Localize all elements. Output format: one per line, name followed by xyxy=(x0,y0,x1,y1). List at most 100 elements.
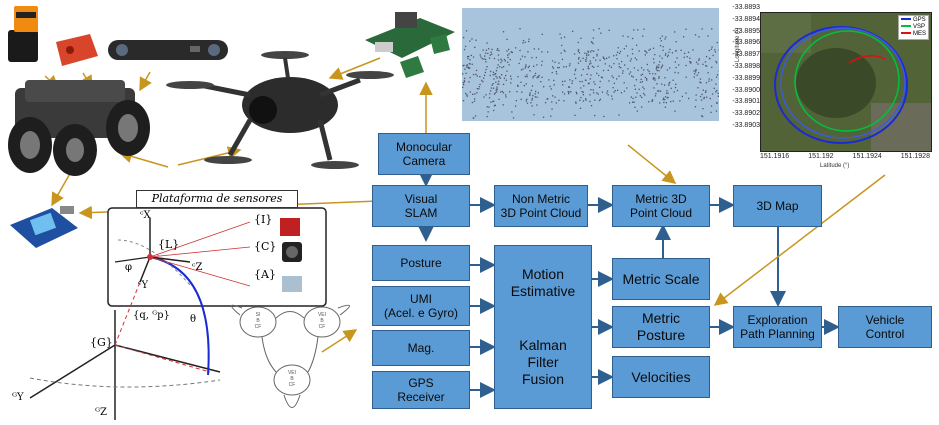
point-cloud-dot xyxy=(572,30,574,32)
point-cloud-dot xyxy=(599,86,601,88)
point-cloud-dot xyxy=(623,82,625,84)
point-cloud-dot xyxy=(544,102,547,104)
point-cloud-dot xyxy=(508,53,510,55)
point-cloud-dot xyxy=(543,86,545,88)
point-cloud-dot xyxy=(501,74,503,76)
point-cloud-dot xyxy=(479,83,481,86)
point-cloud-dot xyxy=(536,77,538,79)
point-cloud-dot xyxy=(488,97,491,99)
point-cloud-dot xyxy=(608,56,610,58)
point-cloud-dot xyxy=(642,86,644,88)
velocities-block: Velocities xyxy=(612,356,710,398)
point-cloud-dot xyxy=(693,70,695,72)
non-metric-label: Non Metric 3D Point Cloud xyxy=(500,192,582,220)
point-cloud-dot xyxy=(703,96,705,99)
point-cloud-dot xyxy=(596,92,598,94)
point-cloud-dot xyxy=(507,56,509,59)
point-cloud-dot xyxy=(618,75,620,77)
point-cloud-dot xyxy=(469,59,471,61)
point-cloud-dot xyxy=(612,87,614,89)
point-cloud-dot xyxy=(463,64,465,66)
point-cloud-dot xyxy=(667,96,669,99)
point-cloud-dot xyxy=(540,64,543,66)
point-cloud-dot xyxy=(467,57,469,60)
point-cloud-dot xyxy=(592,37,594,39)
point-cloud-dot xyxy=(490,87,493,89)
y-tick-label: -33.8897 xyxy=(732,51,760,59)
point-cloud-dot xyxy=(711,66,713,68)
imu-board-icon xyxy=(56,34,98,66)
point-cloud-dot xyxy=(636,59,638,61)
point-cloud-dot xyxy=(664,77,666,79)
gps-plot-area: GPS VSP MES xyxy=(760,12,932,152)
y-tick-label: -33.8898 xyxy=(732,62,760,70)
point-cloud-dot xyxy=(631,48,633,50)
point-cloud-dot xyxy=(569,79,571,81)
point-cloud-dot xyxy=(669,67,671,69)
point-cloud-dot xyxy=(509,59,511,61)
point-cloud-dot xyxy=(529,92,531,94)
point-cloud-dot xyxy=(699,81,701,83)
point-cloud-dot xyxy=(620,67,622,69)
point-cloud-dot xyxy=(659,37,661,40)
point-cloud-dot xyxy=(524,41,526,43)
point-cloud-dot xyxy=(680,49,682,51)
point-cloud-dot xyxy=(553,79,555,82)
point-cloud-dot xyxy=(632,76,634,78)
point-cloud-dot xyxy=(504,60,506,62)
point-cloud-dot xyxy=(598,74,600,77)
point-cloud-dot xyxy=(716,89,718,92)
point-cloud-dot xyxy=(554,61,556,63)
point-cloud-dot xyxy=(510,78,512,80)
point-cloud-dot xyxy=(644,94,646,96)
point-cloud-dot xyxy=(578,52,581,54)
point-cloud-dot xyxy=(466,65,468,67)
point-cloud-dot xyxy=(652,78,654,80)
vehicle-control-label: Vehicle Control xyxy=(865,313,905,341)
point-cloud-dot xyxy=(474,115,477,117)
point-cloud-dot xyxy=(631,53,634,55)
point-cloud-dot xyxy=(638,88,640,90)
point-cloud-dot xyxy=(698,59,700,61)
point-cloud-dot xyxy=(665,52,667,55)
point-cloud-dot xyxy=(665,36,667,38)
point-cloud-dot xyxy=(590,41,593,43)
point-cloud-dot xyxy=(674,31,676,33)
point-cloud-dot xyxy=(663,101,665,104)
point-cloud-dot xyxy=(523,85,525,87)
point-cloud-dot xyxy=(674,71,676,74)
point-cloud-dot xyxy=(467,56,469,58)
point-cloud-dot xyxy=(613,82,615,84)
kalman-filter-label: Kalman Filter Fusion xyxy=(519,336,567,387)
point-cloud-dot xyxy=(641,96,643,98)
point-cloud-dot xyxy=(639,81,642,83)
point-cloud-dot xyxy=(664,96,667,98)
point-cloud-dot xyxy=(702,89,704,91)
point-cloud-dot xyxy=(664,99,666,101)
point-cloud-dot xyxy=(588,68,590,70)
point-cloud-dot xyxy=(464,77,466,80)
point-cloud-dot xyxy=(520,69,523,71)
point-cloud-dot xyxy=(502,104,504,106)
point-cloud-dot xyxy=(585,60,587,62)
point-cloud-dot xyxy=(528,38,530,40)
point-cloud-dot xyxy=(541,33,543,35)
point-cloud-dot xyxy=(495,89,497,91)
point-cloud-dot xyxy=(630,58,632,60)
point-cloud-dot xyxy=(482,81,484,83)
point-cloud-dot xyxy=(471,38,473,40)
point-cloud-dot xyxy=(701,93,703,96)
point-cloud-dot xyxy=(535,56,537,59)
point-cloud-dot xyxy=(633,101,635,103)
point-cloud-dot xyxy=(519,28,521,30)
point-cloud-dot xyxy=(503,58,506,61)
point-cloud-dot xyxy=(464,68,466,70)
point-cloud-dot xyxy=(672,79,674,81)
point-cloud-dot xyxy=(582,68,584,71)
point-cloud-dot xyxy=(686,56,688,58)
point-cloud-dot xyxy=(511,111,513,113)
point-cloud-dot xyxy=(498,83,500,85)
point-cloud-dot xyxy=(475,69,478,72)
point-cloud-dot xyxy=(629,71,632,73)
point-cloud-dot xyxy=(472,117,474,119)
